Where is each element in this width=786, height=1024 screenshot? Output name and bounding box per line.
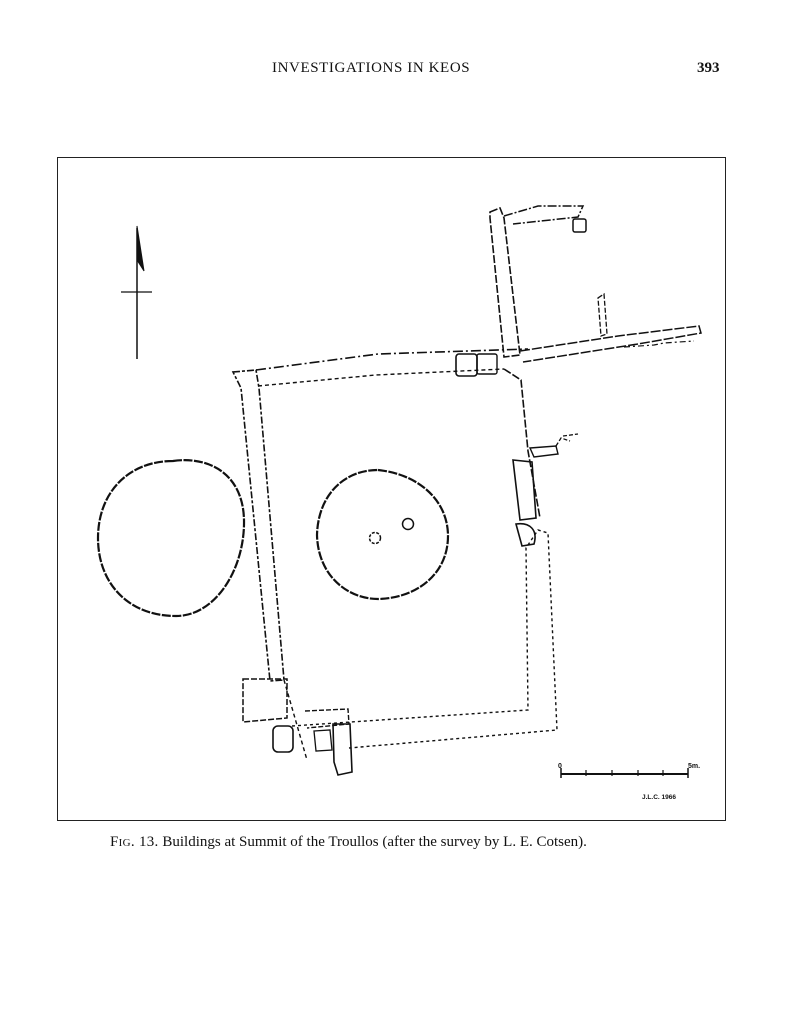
circular-structure-left <box>96 459 246 618</box>
page-number: 393 <box>697 60 720 76</box>
site-plan: 0 5m. J.L.C. 1966 <box>96 205 702 801</box>
circular-structure-center <box>315 468 450 601</box>
scale-start-label: 0 <box>558 763 562 770</box>
post-hole <box>401 517 415 531</box>
caption-text: Buildings at Summit of the Troullos (aft… <box>162 834 587 850</box>
rectangular-building <box>231 348 579 761</box>
running-title: INVESTIGATIONS IN KEOS <box>272 60 471 76</box>
figure-caption: Fig. 13. Buildings at Summit of the Trou… <box>110 834 587 851</box>
figure-label: Fig. 13. <box>110 834 159 850</box>
northeast-walls <box>489 205 702 363</box>
north-arrow-icon <box>121 225 152 359</box>
scale-end-label: 5m. <box>688 763 700 770</box>
figure-frame: 0 5m. J.L.C. 1966 <box>57 157 726 821</box>
scale-bar <box>560 768 689 778</box>
running-head: INVESTIGATIONS IN KEOS 393 <box>0 60 786 82</box>
draftsman-credit: J.L.C. 1966 <box>642 794 676 801</box>
southwest-annex <box>242 678 353 776</box>
post-hole <box>368 531 382 545</box>
